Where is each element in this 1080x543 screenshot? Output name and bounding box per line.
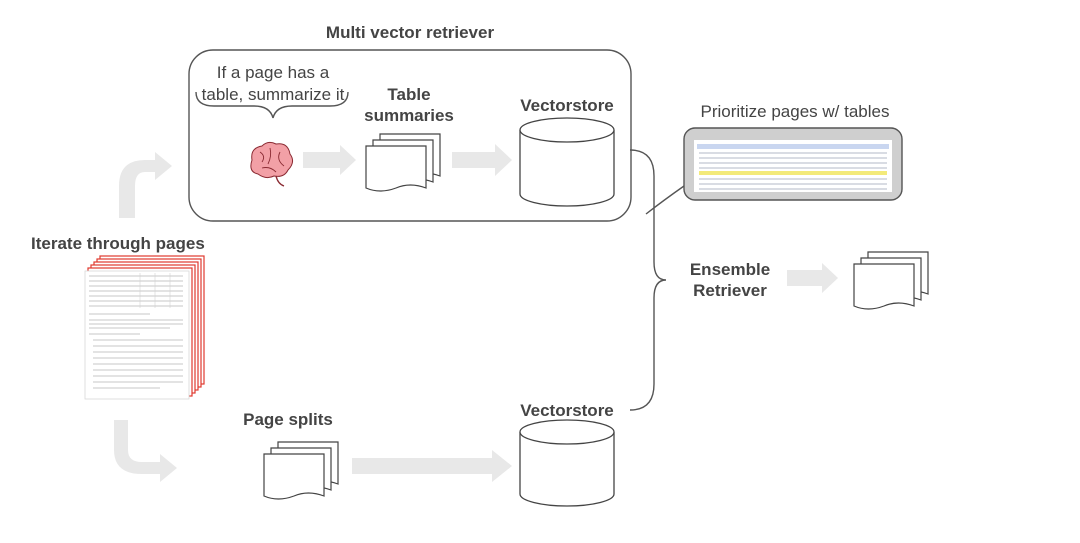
bracket-note: If a page has a table, summarize it (196, 62, 350, 106)
document-stack-icon (853, 251, 929, 310)
vectorstore-bottom-label: Vectorstore (520, 401, 614, 420)
prioritize-label: Prioritize pages w/ tables (700, 102, 890, 121)
arrow-brain-to-summaries (303, 145, 356, 175)
arrow-iterate-up (119, 152, 172, 218)
database-cylinder-icon (519, 419, 615, 507)
table-summaries-label: Table summaries (364, 84, 454, 126)
multi-vector-container (188, 49, 632, 222)
database-cylinder-icon (519, 117, 615, 207)
bracket-note-line2: table, summarize it (201, 85, 345, 104)
page-splits-label: Page splits (243, 410, 333, 429)
iterate-label: Iterate through pages (31, 234, 205, 253)
ensemble-line1: Ensemble (689, 260, 771, 279)
bracket-note-line1: If a page has a (216, 63, 330, 82)
ensemble-line2: Retriever (693, 281, 767, 300)
vectorstore-top-label: Vectorstore (520, 96, 614, 115)
arrow-iterate-down (114, 420, 177, 482)
arrow-ensemble-to-output (787, 263, 838, 293)
ensemble-brace (629, 149, 667, 411)
multi-vector-title: Multi vector retriever (325, 23, 495, 42)
document-stack-icon (263, 441, 339, 500)
document-stack-icon (365, 133, 441, 192)
arrow-summaries-to-vectorstore (452, 144, 512, 176)
table-summaries-line2: summaries (364, 106, 454, 125)
table-summaries-line1: Table (387, 85, 431, 104)
brace-to-panel-line (645, 185, 685, 215)
ensemble-label: Ensemble Retriever (672, 259, 788, 301)
curly-brace (195, 91, 349, 119)
page-stack-icon (84, 255, 205, 400)
arrow-splits-to-vectorstore (352, 450, 512, 482)
brain-icon (250, 141, 294, 187)
prioritize-panel (683, 127, 903, 201)
flow-arrows (114, 144, 838, 482)
